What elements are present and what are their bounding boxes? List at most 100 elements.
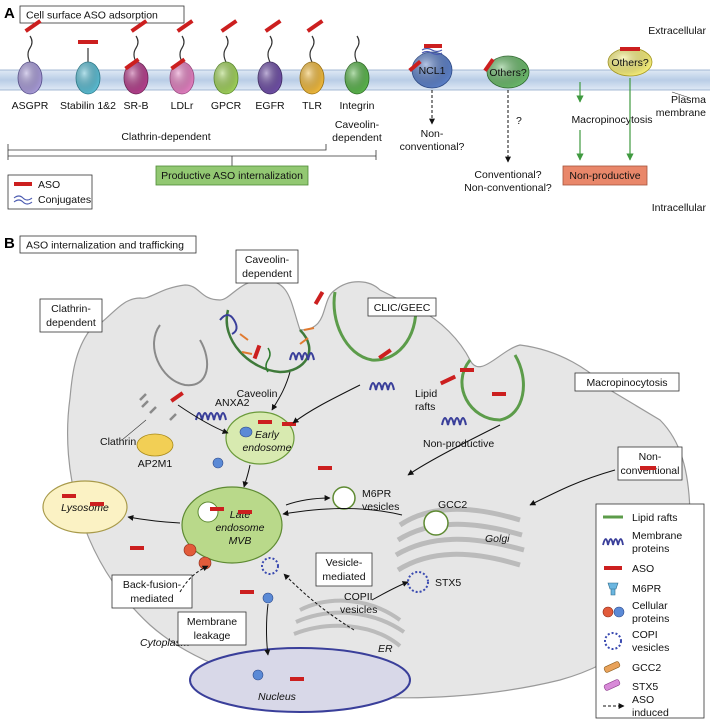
productive-box	[155, 165, 309, 186]
blue-protein-1	[212, 457, 224, 469]
conventional-q-1: Conventional?	[474, 169, 541, 181]
caveolin-dependent-a-2: dependent	[332, 132, 382, 144]
membrane-protein-clic	[369, 382, 395, 391]
aso-induced-arrows	[179, 565, 355, 631]
plasma-membrane-label-1: Plasma	[671, 94, 706, 106]
clathrin-dependent-box	[39, 298, 103, 333]
others-receptor-2: Others?	[607, 47, 653, 77]
integrin-label: Integrin	[339, 100, 374, 112]
caveolin-dependent-box	[235, 249, 299, 284]
copii-label-2: vesicles	[340, 604, 377, 616]
stx5-vesicle	[407, 571, 429, 593]
panel-b-legend: Lipid rafts Membrane proteins ASO M6PR C…	[595, 503, 705, 719]
clic-geec-label: CLIC/GEEC	[374, 302, 431, 314]
legend-b-1-2: proteins	[632, 543, 669, 555]
clic-geec-box	[367, 297, 437, 317]
clathrin-pit-left	[153, 324, 208, 387]
receptor-tlr: TLR	[299, 19, 325, 112]
non-conventional-b-2: conventional	[621, 465, 680, 477]
others1-label: Others?	[489, 67, 527, 79]
legend-gcc2-icon	[603, 661, 621, 673]
conventional-q-2: Non-conventional?	[464, 182, 552, 194]
receptor-asgpr: ASGPR	[12, 19, 49, 112]
receptor-stabilin: Stabilin 1&2	[60, 40, 116, 112]
er-label: ER	[378, 643, 393, 655]
non-conventional-b-1: Non-	[639, 451, 662, 463]
legend-cellular-protein-red	[602, 606, 614, 618]
caveolin-pit	[225, 309, 311, 374]
extracellular-label: Extracellular	[648, 25, 706, 37]
caveolin-dependent-b-1: Caveolin-	[245, 254, 290, 266]
gcc2-label: GCC2	[438, 499, 467, 511]
stabilin-label: Stabilin 1&2	[60, 100, 116, 112]
legend-b-0-1: Lipid rafts	[632, 512, 678, 524]
legend-stx5-icon	[603, 679, 621, 691]
non-conventional-box	[617, 446, 683, 481]
legend-b-8-1: ASO	[632, 694, 654, 706]
late-endosome-label-3: MVB	[229, 535, 252, 547]
panel-b-letter: B	[4, 235, 15, 252]
back-fusion-1: Back-fusion-	[123, 579, 182, 591]
clathrin-bracket	[7, 144, 327, 151]
er	[293, 598, 406, 648]
receptor-srb: SR-B	[123, 19, 149, 112]
legend-b-1-1: Membrane	[632, 530, 682, 542]
clathrin-dependent-label-a: Clathrin-dependent	[121, 131, 210, 143]
stx5-label: STX5	[435, 577, 461, 589]
clic-geec-pit	[332, 291, 418, 362]
aso-molecules-b	[62, 290, 656, 681]
ncl1-receptor: NCL1	[408, 44, 453, 89]
vesicle-mediated-2: mediated	[322, 571, 365, 583]
early-endosome	[225, 411, 295, 465]
panel-b-title: ASO internalization and trafficking	[26, 240, 184, 252]
others-receptor-1: Others?	[483, 55, 530, 89]
non-productive-label-a: Non-productive	[569, 170, 640, 182]
membrane-leakage-box	[177, 611, 247, 646]
conjugate-cave-1	[219, 314, 238, 335]
legend-b-5-1: COPI	[632, 629, 658, 641]
plasma-membrane-label-2: membrane	[656, 107, 706, 119]
membrane-leakage-1: Membrane	[187, 616, 237, 628]
caveolin-dependent-b-2: dependent	[242, 268, 292, 280]
intraluminal-vesicle	[197, 501, 219, 523]
nucleus-label: Nucleus	[258, 691, 297, 703]
vesicle-mediated-box	[315, 552, 373, 587]
legend-aso-b-icon	[604, 566, 622, 570]
copi-vesicle-le	[261, 557, 279, 575]
macropinocytosis-label-a: Macropinocytosis	[571, 114, 652, 126]
legend-b-2-1: ASO	[632, 563, 654, 575]
ap2m1-icon	[136, 433, 174, 457]
ncl1-label: NCL1	[419, 65, 446, 77]
panel-b-title-box	[19, 235, 197, 254]
copii-label-1: COPII	[344, 591, 373, 603]
membrane-leakage-2: leakage	[194, 630, 231, 642]
early-endosome-label-2: endosome	[242, 442, 291, 454]
clathrin-label: Clathrin	[100, 436, 136, 448]
non-productive-label-b: Non-productive	[423, 438, 494, 450]
vesicle-mediated-1: Vesicle-	[326, 557, 363, 569]
membrane-protein-macro	[441, 417, 467, 426]
legend-b-7-1: STX5	[632, 681, 658, 693]
legend-membrane-proteins-icon	[602, 538, 624, 546]
receptor-integrin: Integrin	[339, 35, 375, 112]
late-endosome-label-2: endosome	[215, 522, 264, 534]
legend-b-8-2: induced	[632, 707, 669, 719]
panel-a-legend: ASO Conjugates	[7, 174, 93, 210]
legend-copi-icon	[604, 632, 622, 650]
legend-b-6-1: GCC2	[632, 662, 661, 674]
legend-aso-icon	[14, 182, 32, 186]
membrane-protein-caveolin	[289, 352, 315, 361]
ncl1-nonconventional-1: Non-	[421, 128, 444, 140]
intracellular-label: Intracellular	[652, 202, 707, 214]
macropinocytosis-pit	[460, 354, 525, 422]
legend-conjugates-label: Conjugates	[38, 194, 91, 206]
legend-aso-label: ASO	[38, 179, 60, 191]
legend-b-4-1: Cellular	[632, 600, 668, 612]
legend-b-4-2: proteins	[632, 613, 669, 625]
blue-protein-3	[252, 669, 264, 681]
non-productive-box	[562, 165, 648, 186]
cytoplasm-label: Cytoplasm	[140, 637, 190, 649]
ncl1-nonconventional-2: conventional?	[400, 141, 465, 153]
early-endosome-label-1: Early	[255, 429, 280, 441]
